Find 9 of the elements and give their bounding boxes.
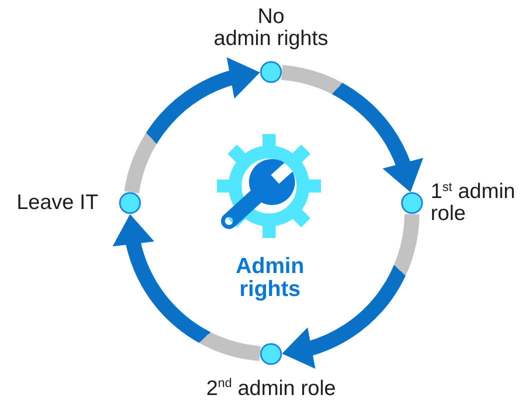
node-label: 2$^{nd}$ admin role (206, 378, 336, 400)
node-label: 1$^{st}$ admin role (430, 181, 516, 226)
curved-arrow (124, 57, 262, 194)
curved-arrow (280, 214, 420, 369)
center-label: Admin rights (236, 254, 304, 300)
curved-arrow (280, 65, 424, 194)
node-label: No admin rights (214, 6, 328, 50)
curved-arrow (112, 214, 262, 361)
node-label: Leave IT (16, 192, 98, 214)
